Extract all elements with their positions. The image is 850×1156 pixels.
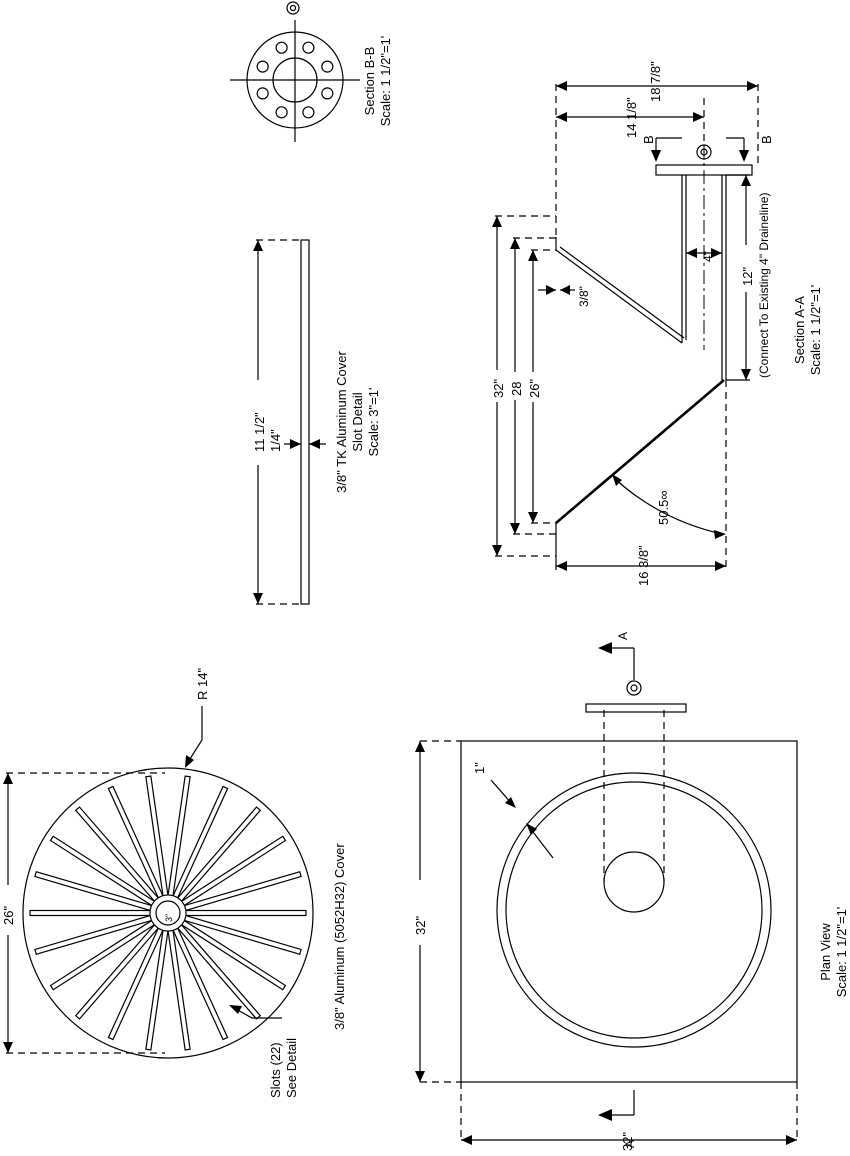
plan-view-title: Plan View — [818, 923, 833, 981]
cover-slots-leader — [233, 1007, 282, 1019]
cover-slot — [172, 927, 229, 1041]
cover-slots — [29, 775, 307, 1051]
section-b-left-label: B — [641, 135, 656, 144]
aa-dim-28: 28 — [509, 382, 524, 396]
section-aa: B B 32" 28 26" 3/8" — [491, 61, 823, 586]
plan-flange — [585, 703, 687, 713]
slot-detail-bar — [300, 239, 310, 605]
cover-slot — [74, 924, 159, 1020]
bolt-hex-icon — [626, 680, 642, 696]
cover-hub-dim: 3" — [164, 914, 174, 922]
plan-dim-height: 32" — [413, 916, 428, 935]
aa-dim-14-1-8: 14 1/8" — [624, 97, 639, 138]
cover-slot — [145, 929, 169, 1051]
slot-detail-scale: Scale: 3"=1' — [366, 388, 381, 457]
plan-basin-outer-circle — [496, 772, 772, 1048]
cover-slot — [74, 806, 159, 902]
cover-slot — [107, 927, 164, 1041]
aa-flange — [655, 164, 753, 176]
slot-dim-width: 1/4" — [268, 429, 283, 452]
cover-slot — [185, 909, 307, 917]
flange-bolt-hole — [321, 60, 334, 73]
section-aa-title: Section A-A — [792, 296, 807, 364]
aa-dim-26: 26" — [527, 379, 542, 398]
flange-bolt-hole — [302, 106, 315, 119]
cover-title: 3/8" Aluminum (5052H32) Cover — [332, 843, 347, 1030]
section-bb-scale: Scale: 1 1/2"=1' — [378, 36, 393, 127]
cover-slot — [172, 785, 229, 899]
aa-upper-cone-wall — [555, 249, 683, 344]
plan-view: A A 32" 32" 1" Plan View Scale: 1 1/2"=1… — [413, 632, 849, 1151]
aa-angle-arc — [613, 477, 723, 535]
flange-bolt-hole — [321, 87, 334, 100]
aa-dim-3-8: 3/8" — [577, 286, 591, 307]
section-a-bottom-arrow — [598, 1109, 612, 1121]
cover-slot — [49, 835, 156, 907]
section-a-top-label: A — [616, 632, 630, 640]
plan-drain-circle — [603, 851, 665, 913]
slot-dim-length: 11 1/2" — [252, 412, 267, 452]
cover-slot — [34, 914, 153, 956]
section-aa-scale: Scale: 1 1/2"=1' — [808, 285, 823, 376]
slot-detail-title-1: 3/8" TK Aluminum Cover — [334, 351, 349, 493]
plan-outer-square — [460, 740, 798, 1083]
cover-slot — [167, 929, 191, 1051]
cover-dim-diameter: 26" — [1, 906, 16, 925]
plan-basin-inner-circle — [505, 781, 763, 1039]
slot-detail: 11 1/2" 1/4" 3/8" TK Aluminum Cover Slot… — [252, 239, 381, 605]
cover-radius-leader — [187, 706, 203, 763]
aa-dim-16-3-8: 16 3/8" — [636, 545, 651, 586]
cover-slot — [145, 775, 169, 897]
aa-angle: 50.5∞ — [656, 490, 671, 525]
cover-slot — [180, 835, 287, 907]
cover-slot — [177, 924, 262, 1020]
flange-bolt-hole — [256, 60, 269, 73]
flange-bolt-hole — [256, 87, 269, 100]
cover-slot — [49, 919, 156, 991]
aa-drain-note: (Connect To Existing 4" Draineline) — [757, 193, 771, 378]
plan-wall-thickness: 1" — [472, 762, 487, 774]
plan-dim-width: 32" — [620, 1132, 635, 1151]
flange-bolt-hole — [275, 106, 288, 119]
cover-slots-see-detail: See Detail — [284, 1038, 299, 1098]
cover-slot — [34, 870, 153, 912]
aa-lower-cone-wall — [555, 379, 725, 524]
bolt-center-icon — [630, 684, 638, 692]
section-bb-title: Section B-B — [362, 47, 377, 116]
section-bb: Section B-B Scale: 1 1/2"=1' — [230, 1, 393, 142]
cover-slot — [29, 909, 151, 917]
cover-slot — [167, 775, 191, 897]
flange-bolt-hole — [275, 41, 288, 54]
flange-bolt-hole — [302, 41, 315, 54]
cover-slot — [183, 914, 302, 956]
section-b-right-label: B — [759, 135, 774, 144]
flange-bolt-holes — [256, 41, 334, 119]
cover-circle — [22, 767, 314, 1059]
section-a-bottom-label: A — [623, 1140, 637, 1148]
section-a-top-arrow — [598, 642, 612, 654]
cover-view: 3" 26" R 14" Slots (22) See Detail 3/8" … — [1, 668, 347, 1098]
cover-slot — [180, 919, 287, 991]
plan-view-scale: Scale: 1 1/2"=1' — [834, 907, 849, 998]
cover-slot — [177, 806, 262, 902]
aa-dim-18-7-8: 18 7/8" — [648, 61, 663, 102]
slot-detail-title-2: Slot Detail — [350, 392, 365, 451]
aa-dim-32: 32" — [491, 379, 506, 398]
cover-slot — [107, 785, 164, 899]
cover-slots-label: Slots (22) — [268, 1042, 283, 1098]
bolt-hex-icon — [286, 1, 300, 15]
cover-hub — [155, 900, 181, 926]
cover-slot — [183, 870, 302, 912]
cover-radius: R 14" — [195, 668, 210, 700]
aa-dim-4: 4" — [701, 251, 715, 262]
aa-dim-12: 12" — [740, 267, 755, 286]
bolt-hex-icon — [696, 144, 712, 160]
